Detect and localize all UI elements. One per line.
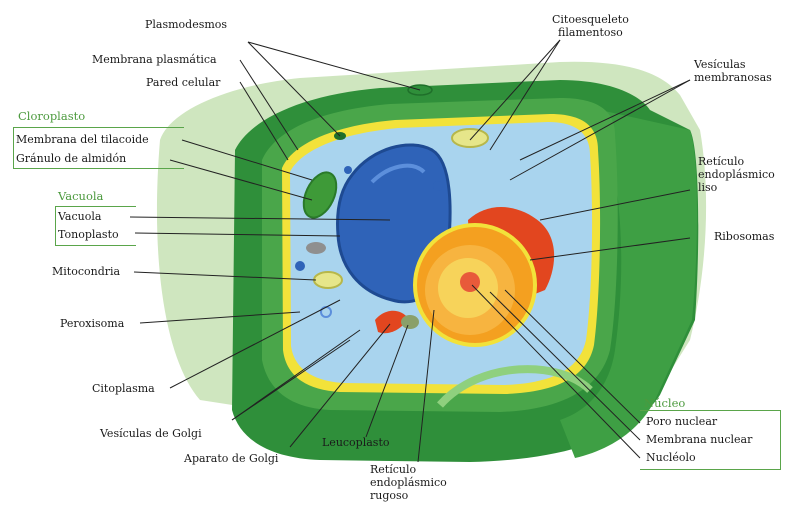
label-reticulo-liso: Retículo endoplásmico liso [698, 155, 775, 194]
group-title-cloroplasto: Cloroplasto [18, 110, 85, 123]
label-aparato-golgi: Aparato de Golgi [184, 452, 278, 465]
label-citoplasma: Citoplasma [92, 382, 155, 395]
label-plasmodesmos: Plasmodesmos [145, 18, 227, 31]
label-nucleolo: Nucléolo [646, 451, 696, 464]
label-membrana-plasmatica: Membrana plasmática [92, 53, 217, 66]
label-peroxisoma: Peroxisoma [60, 317, 124, 330]
label-granulo-almidon: Gránulo de almidón [16, 152, 126, 165]
leucoplast-shape [401, 315, 419, 329]
label-poro-nuclear: Poro nuclear [646, 415, 717, 428]
label-pared-celular: Pared celular [146, 76, 220, 89]
label-reticulo-rugoso: Retículo endoplásmico rugoso [370, 463, 447, 502]
label-membrana-tilacoide: Membrana del tilacoide [16, 133, 149, 146]
label-citoesqueleto: Citoesqueleto filamentoso [552, 13, 629, 39]
mitochondria-shape [314, 272, 342, 288]
label-leucoplasto: Leucoplasto [322, 436, 390, 449]
group-title-nucleo: Núcleo [644, 397, 685, 410]
label-membrana-nuclear: Membrana nuclear [646, 433, 752, 446]
label-mitocondria: Mitocondria [52, 265, 120, 278]
group-title-vacuola: Vacuola [58, 190, 103, 203]
label-ribosomas: Ribosomas [714, 230, 774, 243]
label-vesiculas-golgi: Vesículas de Golgi [100, 427, 202, 440]
peroxisome-shape [295, 261, 305, 271]
label-vesiculas-membranosas: Vesículas membranosas [694, 58, 772, 84]
nucleolus-shape [460, 272, 480, 292]
label-tonoplasto: Tonoplasto [58, 228, 119, 241]
label-vacuola: Vacuola [58, 210, 101, 223]
